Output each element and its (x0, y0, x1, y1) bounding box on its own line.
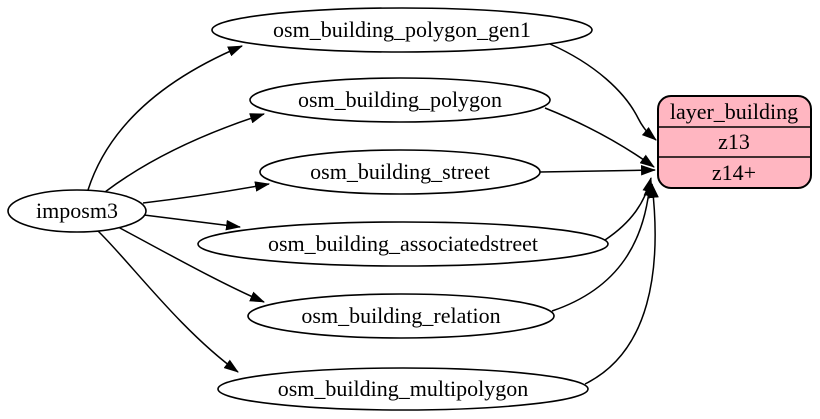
node-layer_building: layer_building z13 z14+ (657, 95, 812, 189)
osm_building_relation-ellipse (247, 293, 555, 339)
osm_building_relation-label: osm_building_relation (301, 303, 500, 328)
edge-imposm3-to-osm_building_multipolygon (97, 230, 239, 373)
osm_building_polygon-ellipse (249, 77, 551, 123)
imposm3-ellipse (7, 189, 147, 233)
edge-group (87, 43, 659, 385)
edge-imposm3-to-osm_building_polygon_gen1 (87, 45, 243, 191)
edge-osm_building_polygon-to-layer_building-z14 (544, 107, 655, 168)
edge-imposm3-to-osm_building_polygon (104, 113, 265, 193)
osm_building_polygon_gen1-ellipse (211, 7, 593, 53)
edge-osm_building_relation-to-layer_building-z14 (551, 180, 655, 312)
node-osm_building_polygon_gen1: osm_building_polygon_gen1 (211, 7, 593, 53)
node-imposm3: imposm3 (7, 189, 147, 233)
node-osm_building_street: osm_building_street (259, 149, 541, 195)
edge-osm_building_multipolygon-to-layer_building-z14 (584, 182, 659, 385)
osm_building_associatedstreet-label: osm_building_associatedstreet (268, 231, 538, 256)
osm_building_street-ellipse (259, 149, 541, 195)
osm_building_street-label: osm_building_street (310, 159, 490, 184)
layer_building-title: layer_building (670, 99, 798, 124)
edge-imposm3-to-osm_building_relation (117, 226, 265, 303)
osm_building_multipolygon-label: osm_building_multipolygon (278, 376, 529, 401)
imposm3-label: imposm3 (36, 198, 118, 223)
layer_building-box (657, 95, 812, 189)
node-osm_building_multipolygon: osm_building_multipolygon (217, 367, 589, 411)
node-osm_building_polygon: osm_building_polygon (249, 77, 551, 123)
edge-osm_building_polygon_gen1-to-layer_building-z13 (549, 43, 657, 141)
osm_building_polygon-label: osm_building_polygon (298, 87, 502, 112)
osm_building_polygon_gen1-label: osm_building_polygon_gen1 (273, 17, 531, 42)
layer_building-row-z14: z14+ (712, 160, 756, 185)
edge-osm_building_street-to-layer_building-z14 (539, 164, 657, 176)
node-osm_building_associatedstreet: osm_building_associatedstreet (197, 221, 609, 267)
layer_building-row-z13: z13 (718, 129, 750, 154)
edge-osm_building_associatedstreet-to-layer_building-z14 (604, 176, 653, 241)
osm_building_multipolygon-ellipse (217, 367, 589, 411)
edge-imposm3-to-osm_building_associatedstreet (143, 214, 242, 231)
edge-imposm3-to-osm_building_street (142, 181, 271, 204)
osm_building_associatedstreet-ellipse (197, 221, 609, 267)
node-osm_building_relation: osm_building_relation (247, 293, 555, 339)
